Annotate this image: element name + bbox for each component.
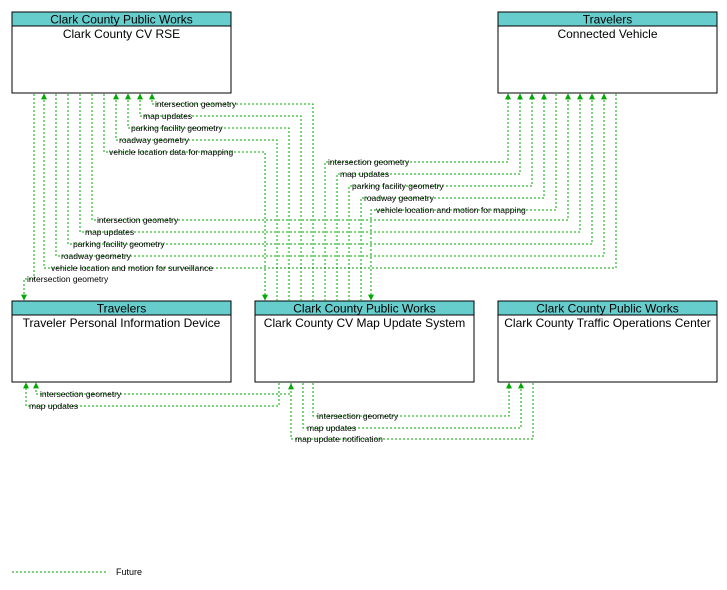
flow-label: intersection geometry — [40, 389, 122, 399]
flow-cv-rse-vehicle-location-motion-surveillance: vehicle location and motion for surveill… — [41, 93, 617, 273]
flow-line — [288, 383, 534, 440]
flow-label: map updates — [85, 227, 134, 237]
flow-mus-cv-roadway-geometry: roadway geometry — [360, 93, 547, 301]
flow-line — [67, 93, 595, 245]
flow-mus-cv-parking-facility-geometry: parking facility geometry — [348, 93, 535, 301]
flow-label: intersection geometry — [27, 274, 109, 284]
rse-stakeholder: Clark County Public Works — [50, 13, 193, 27]
flow-line — [336, 93, 523, 301]
rse-name: Clark County CV RSE — [63, 27, 180, 41]
box-header-band — [11, 11, 232, 27]
mus-name: Clark County CV Map Update System — [264, 316, 465, 330]
flow-rse-mus-vehicle-location-data: vehicle location data for mapping — [103, 94, 268, 301]
flow-toc-mus-map-update-notification: map update notification — [288, 383, 534, 444]
cv-name: Connected Vehicle — [557, 27, 657, 41]
box-header-band — [497, 300, 718, 316]
flow-line — [368, 94, 557, 301]
flow-line — [91, 93, 571, 221]
box-header-band — [497, 11, 718, 27]
flow-line — [125, 93, 290, 301]
flow-label: vehicle location and motion for mapping — [376, 205, 526, 215]
flow-line — [23, 382, 280, 407]
box-clark-county-traffic-operations-center[interactable]: Clark County Public Works Clark County T… — [497, 300, 718, 383]
flow-mus-cv-map-updates: map updates — [336, 93, 523, 301]
flow-label: vehicle location and motion for surveill… — [51, 263, 213, 273]
flow-rse-cv-intersection-geometry: intersection geometry — [91, 93, 571, 225]
tpid-stakeholder: Travelers — [97, 302, 147, 316]
flow-label: parking facility geometry — [131, 123, 223, 133]
flow-label: intersection geometry — [155, 99, 237, 109]
mus-stakeholder: Clark County Public Works — [293, 302, 436, 316]
box-clark-county-cv-map-update-system[interactable]: Clark County Public Works Clark County C… — [254, 300, 475, 383]
flow-label: map updates — [29, 401, 78, 411]
flow-mus-rse-map-updates: map updates — [137, 93, 302, 301]
tpid-name: Traveler Personal Information Device — [23, 316, 221, 330]
flow-line — [348, 93, 535, 301]
box-traveler-personal-information-device[interactable]: Travelers Traveler Personal Information … — [11, 300, 232, 383]
flow-label: map update notification — [295, 434, 383, 444]
flow-line — [103, 94, 268, 301]
box-clark-county-cv-rse[interactable]: Clark County Public Works Clark County C… — [11, 11, 232, 94]
flow-label: intersection geometry — [97, 215, 179, 225]
flow-label: intersection geometry — [317, 411, 399, 421]
toc-name: Clark County Traffic Operations Center — [504, 316, 711, 330]
flow-mus-rse-intersection-geometry: intersection geometry — [149, 93, 314, 301]
flow-mus-toc-map-updates: map updates — [302, 382, 524, 433]
flow-rse-cv-roadway-geometry: roadway geometry — [55, 93, 607, 261]
flow-rse-cv-parking-facility-geometry: parking facility geometry — [67, 93, 595, 249]
flow-mus-rse-roadway-geometry: roadway geometry — [113, 93, 278, 301]
flow-line — [312, 382, 512, 417]
flow-mus-tpid-map-updates: map updates — [23, 382, 280, 411]
flow-line — [360, 93, 547, 301]
flow-rse-tpid-intersection-geometry: intersection geometry — [21, 94, 109, 301]
flow-label: intersection geometry — [328, 157, 410, 167]
flow-mus-toc-intersection-geometry: intersection geometry — [312, 382, 512, 421]
box-header-band — [254, 300, 475, 316]
legend-future-label: Future — [116, 567, 142, 577]
flow-line — [324, 93, 511, 301]
flow-mus-rse-parking-facility-geometry: parking facility geometry — [125, 93, 290, 301]
flow-line — [55, 93, 607, 257]
flow-label: parking facility geometry — [352, 181, 444, 191]
flow-line — [302, 382, 524, 429]
flow-label: roadway geometry — [61, 251, 132, 261]
flow-label: map updates — [340, 169, 389, 179]
toc-stakeholder: Clark County Public Works — [536, 302, 679, 316]
flow-line — [79, 93, 583, 233]
flow-mus-cv-intersection-geometry: intersection geometry — [324, 93, 511, 301]
cv-stakeholder: Travelers — [583, 13, 633, 27]
box-connected-vehicle[interactable]: Travelers Connected Vehicle — [497, 11, 718, 94]
flow-rse-cv-map-updates: map updates — [79, 93, 583, 237]
flow-line — [41, 93, 617, 269]
flow-line — [149, 93, 314, 301]
flow-line — [137, 93, 302, 301]
flow-label: map updates — [143, 111, 192, 121]
legend: Future — [12, 567, 142, 577]
box-header-band — [11, 300, 232, 316]
flow-cv-mus-vehicle-location-motion-mapping: vehicle location and motion for mapping — [368, 94, 557, 301]
flow-label: parking facility geometry — [73, 239, 165, 249]
flow-label: roadway geometry — [119, 135, 190, 145]
flow-line — [113, 93, 278, 301]
flow-label: vehicle location data for mapping — [109, 147, 234, 157]
flow-label: roadway geometry — [364, 193, 435, 203]
flow-line — [21, 94, 35, 301]
flow-mus-tpid-intersection-geometry: intersection geometry — [33, 382, 292, 399]
flow-label: map updates — [307, 423, 356, 433]
